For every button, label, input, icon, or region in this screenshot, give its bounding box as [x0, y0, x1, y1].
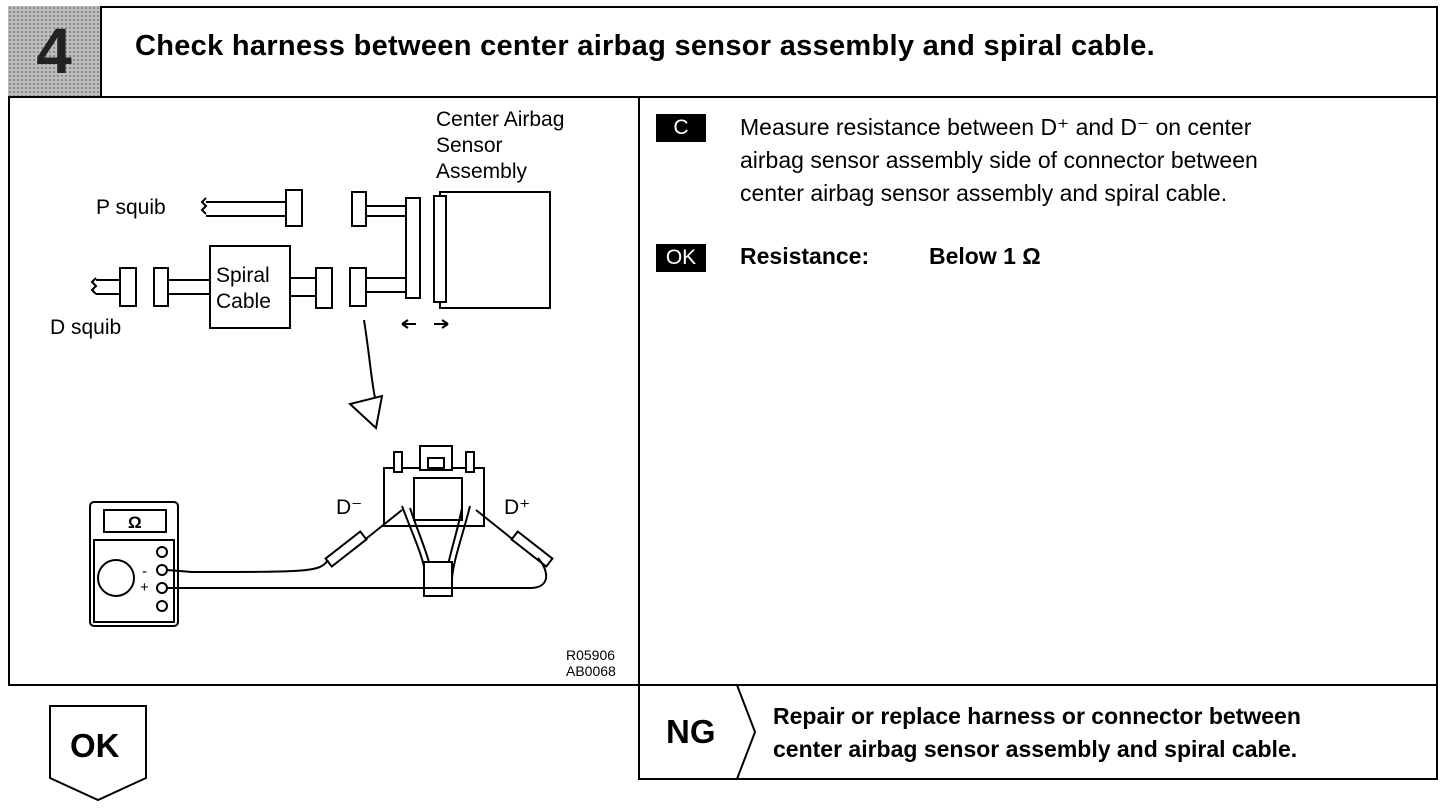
- meter-plus: +: [140, 579, 149, 596]
- ok-result-box: [49, 705, 147, 802]
- spiral-cable-box: [209, 245, 291, 329]
- step-title: Check harness between center airbag sens…: [135, 30, 1156, 62]
- minus-lead: [189, 559, 329, 573]
- step-number: 4: [36, 15, 72, 87]
- instruction-line-2: airbag sensor assembly side of connector…: [740, 147, 1258, 173]
- spiral-cable-left-connector: [153, 267, 169, 307]
- zoom-arrow: [363, 319, 377, 403]
- plus-lead: [190, 557, 548, 589]
- spec-ok-tag: OK: [656, 244, 706, 272]
- d-squib-label: D squib: [50, 316, 121, 339]
- spiral-cable-right-connector: [315, 267, 333, 309]
- meter-minus: -: [142, 563, 147, 580]
- d-plus-label: D⁺: [504, 496, 530, 519]
- resistance-label: Resistance:: [740, 243, 870, 269]
- ng-action-line-2: center airbag sensor assembly and spiral…: [773, 736, 1298, 762]
- ng-action-line-1: Repair or replace harness or connector b…: [773, 703, 1301, 729]
- instruction-line-3: center airbag sensor assembly and spiral…: [740, 180, 1228, 206]
- column-divider: [638, 97, 640, 685]
- instruction-line-1: Measure resistance between D⁺ and D⁻ on …: [740, 114, 1252, 140]
- d-squib-connector: [119, 267, 137, 307]
- p-squib-connector: [285, 189, 303, 227]
- reference-code-2: AB0068: [566, 663, 616, 679]
- ng-result-box: [638, 684, 1438, 780]
- multimeter-dial: [97, 559, 135, 597]
- multimeter-display: [103, 509, 167, 533]
- center-airbag-sensor-box: [439, 191, 551, 309]
- d-squib-harness-connector: [349, 267, 367, 307]
- ng-label: NG: [666, 713, 716, 750]
- center-airbag-label-1: Center Airbag: [436, 108, 564, 131]
- instruction-text: Measure resistance between D⁺ and D⁻ on …: [740, 111, 1430, 210]
- spiral-label-1: Spiral: [216, 264, 270, 287]
- p-squib-harness-connector: [351, 191, 367, 227]
- ng-divider-chevron: [736, 685, 757, 779]
- ng-action-text: Repair or replace harness or connector b…: [773, 700, 1433, 766]
- sensor-side-connector: [405, 197, 421, 299]
- check-tag: C: [656, 114, 706, 142]
- d-plus-probe: [475, 509, 517, 543]
- step-number-badge: 4: [8, 6, 102, 96]
- p-squib-label: P squib: [96, 196, 166, 219]
- center-airbag-label-2: Sensor: [436, 134, 503, 157]
- harness-sleeve: [423, 561, 453, 597]
- sensor-connector-face: [433, 195, 447, 303]
- wiring-diagram: Center Airbag Sensor Assembly P squib D …: [50, 108, 616, 679]
- spiral-label-2: Cable: [216, 290, 271, 313]
- ok-result-label: OK: [70, 727, 120, 764]
- center-airbag-label-3: Assembly: [436, 160, 528, 183]
- resistance-value: Below 1 Ω: [929, 243, 1041, 269]
- d-minus-label: D⁻: [336, 496, 362, 519]
- d-minus-probe: [361, 509, 403, 543]
- meter-ohm-symbol: Ω: [128, 513, 142, 532]
- separation-arrows: [401, 319, 449, 329]
- reference-code-1: R05906: [566, 647, 615, 663]
